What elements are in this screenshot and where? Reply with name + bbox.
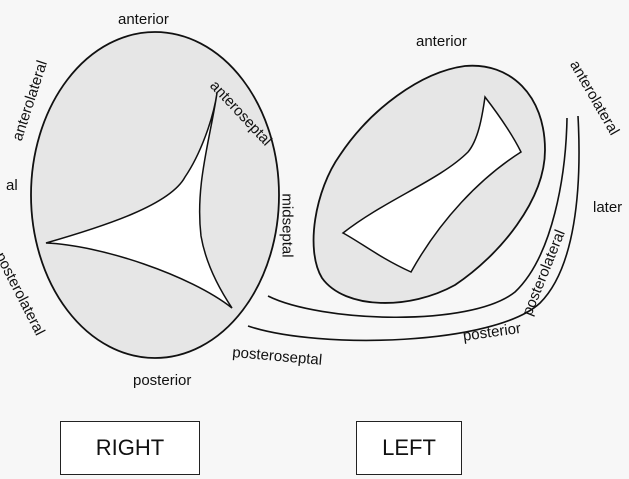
right-ventricle-chamber — [31, 32, 279, 358]
label-left-anterior: anterior — [416, 34, 467, 49]
label-right-lateral: al — [6, 178, 18, 193]
right-ventricle-box: RIGHT — [60, 421, 200, 475]
label-right-midseptal: midseptal — [280, 193, 295, 257]
label-right-posterior: posterior — [133, 373, 191, 388]
left-ventricle-box: LEFT — [356, 421, 462, 475]
label-right-anterior: anterior — [118, 12, 169, 27]
label-left-lateral: later — [593, 200, 622, 215]
